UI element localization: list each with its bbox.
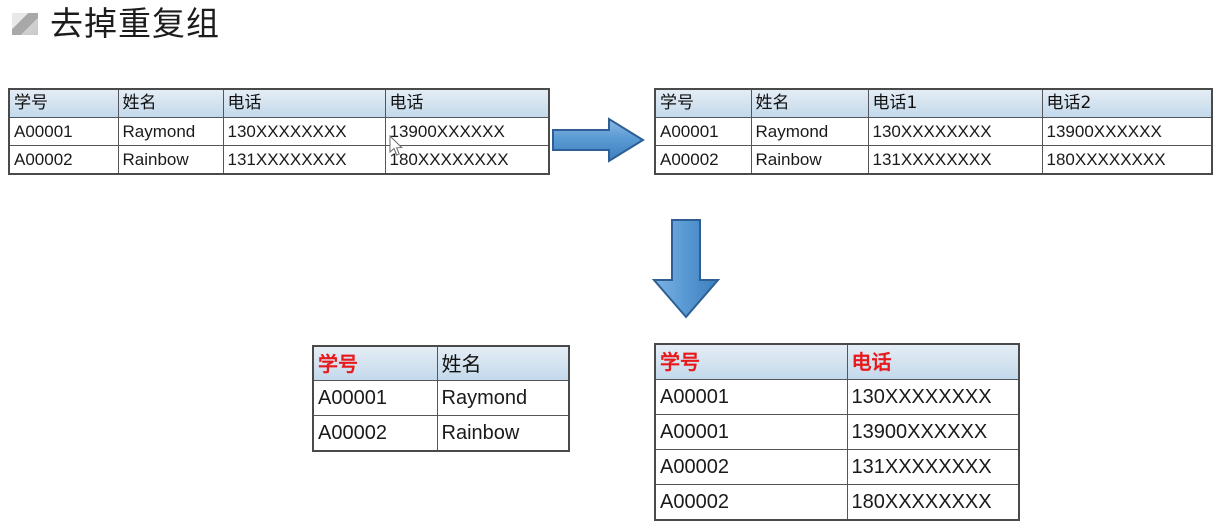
column-header: 学号 [654, 88, 752, 118]
table-row: A00001 Raymond [312, 380, 570, 416]
square-bullet-icon [12, 13, 38, 35]
table-cell: A00002 [654, 145, 752, 175]
table-header-row: 学号 电话 [654, 343, 1020, 380]
table-row: A00002 Rainbow [312, 415, 570, 452]
table-row: A00001 13900XXXXXX [654, 414, 1020, 450]
column-header-primary-key: 电话 [846, 343, 1020, 380]
table-cell: 180XXXXXXXX [1041, 145, 1213, 175]
table-cell: Raymond [117, 117, 224, 146]
table-row: A00001 130XXXXXXXX [654, 379, 1020, 415]
table-cell: 131XXXXXXXX [867, 145, 1043, 175]
table-cell: 130XXXXXXXX [222, 117, 386, 146]
column-header: 学号 [8, 88, 119, 118]
table-cell: 180XXXXXXXX [384, 145, 550, 175]
table-cell: Rainbow [436, 415, 570, 452]
table-header-row: 学号 姓名 [312, 345, 570, 381]
table-cell: A00001 [654, 117, 752, 146]
table-cell: Rainbow [750, 145, 869, 175]
table-cell: Raymond [436, 380, 570, 416]
table-cell: A00001 [312, 380, 438, 416]
column-header: 姓名 [750, 88, 869, 118]
table-cell: 13900XXXXXX [384, 117, 550, 146]
table-row: A00002 Rainbow 131XXXXXXXX 180XXXXXXXX [654, 145, 1213, 175]
table-cell: 130XXXXXXXX [867, 117, 1043, 146]
table-phone: 学号 电话 A00001 130XXXXXXXX A00001 13900XXX… [654, 343, 1020, 521]
arrow-right-icon [551, 117, 645, 163]
table-cell: 131XXXXXXXX [846, 449, 1020, 485]
table-repeating-groups: 学号 姓名 电话1 电话2 A00001 Raymond 130XXXXXXXX… [654, 88, 1213, 175]
table-cell: A00001 [8, 117, 119, 146]
table-cell: A00001 [654, 379, 848, 415]
table-cell: 131XXXXXXXX [222, 145, 386, 175]
table-cell: 13900XXXXXX [846, 414, 1020, 450]
column-header: 电话2 [1041, 88, 1213, 118]
table-cell: Rainbow [117, 145, 224, 175]
table-cell: A00002 [654, 484, 848, 521]
table-header-row: 学号 姓名 电话 电话 [8, 88, 550, 118]
column-header: 电话 [384, 88, 550, 118]
table-header-row: 学号 姓名 电话1 电话2 [654, 88, 1213, 118]
table-cell: 13900XXXXXX [1041, 117, 1213, 146]
page-title: 去掉重复组 [50, 4, 220, 43]
page-title-row: 去掉重复组 [0, 0, 600, 48]
table-row: A00002 180XXXXXXXX [654, 484, 1020, 521]
arrow-down-icon [650, 218, 722, 320]
table-row: A00002 131XXXXXXXX [654, 449, 1020, 485]
table-row: A00001 Raymond 130XXXXXXXX 13900XXXXXX [8, 117, 550, 146]
column-header: 姓名 [117, 88, 224, 118]
table-student: 学号 姓名 A00001 Raymond A00002 Rainbow [312, 345, 570, 452]
table-cell: Raymond [750, 117, 869, 146]
table-cell: A00001 [654, 414, 848, 450]
column-header-primary-key: 学号 [312, 345, 438, 381]
column-header: 电话1 [867, 88, 1043, 118]
table-cell: 130XXXXXXXX [846, 379, 1020, 415]
table-cell: A00002 [8, 145, 119, 175]
table-cell: 180XXXXXXXX [846, 484, 1020, 521]
table-cell: A00002 [312, 415, 438, 452]
table-unnormalized: 学号 姓名 电话 电话 A00001 Raymond 130XXXXXXXX 1… [8, 88, 550, 175]
table-cell: A00002 [654, 449, 848, 485]
table-row: A00001 Raymond 130XXXXXXXX 13900XXXXXX [654, 117, 1213, 146]
column-header: 姓名 [436, 345, 570, 381]
column-header: 电话 [222, 88, 386, 118]
column-header-primary-key: 学号 [654, 343, 848, 380]
table-row: A00002 Rainbow 131XXXXXXXX 180XXXXXXXX [8, 145, 550, 175]
